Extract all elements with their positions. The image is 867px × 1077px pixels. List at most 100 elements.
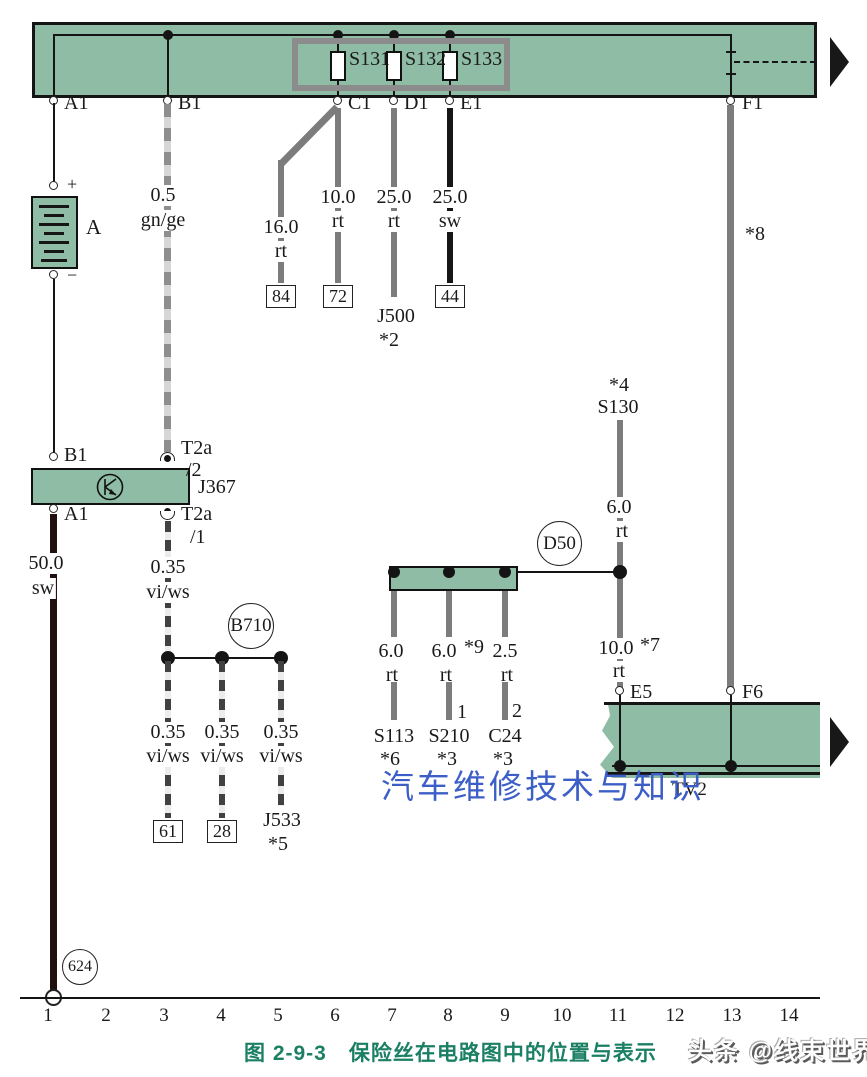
j367-terminal-b1 (49, 452, 58, 461)
wire-50sw-color: sw (29, 577, 57, 599)
battery-plus-terminal (49, 181, 58, 190)
battery-plate (44, 250, 64, 253)
dest-s113: S113 (373, 725, 415, 747)
wire-25rt-c-pin: 2 (512, 700, 522, 722)
tv2-dot (725, 760, 737, 772)
terminal-f1 (726, 96, 735, 105)
dest-box-28: 28 (207, 820, 237, 843)
wire-f1-note: *8 (745, 223, 765, 245)
splice-dot (215, 651, 229, 665)
battery-minus-terminal (49, 270, 58, 279)
ruler-tick-3: 3 (159, 1005, 169, 1026)
branch2-color: vi/ws (198, 745, 246, 767)
branch3-color: vi/ws (257, 745, 305, 767)
dest-c24-note: *3 (493, 748, 513, 770)
wire-50sw-size: 50.0 (26, 552, 66, 574)
j367-label: J367 (198, 476, 236, 498)
ruler-tick-14: 14 (779, 1005, 799, 1026)
j367-pin-top-label: B1 (64, 444, 88, 466)
bus-junction-dot (389, 30, 399, 40)
ruler-tick-12: 12 (665, 1005, 685, 1026)
tv2-continuation-arrow-icon (830, 717, 849, 767)
tv2-inner-line (612, 765, 820, 767)
s130-note: *4 (609, 374, 629, 396)
bus-drop-a1 (53, 34, 55, 97)
wire-25rt-c-size: 2.5 (492, 640, 518, 662)
tv2-bar-top-border (604, 702, 820, 705)
ruler-tick-13: 13 (722, 1005, 742, 1026)
ruler-line (20, 997, 820, 999)
ruler-tick-6: 6 (330, 1005, 340, 1026)
wire-10rt7-size: 10.0 (596, 637, 636, 659)
battery-plate (41, 259, 67, 262)
tv2-label: TV2 (672, 779, 707, 800)
battery-minus-label: − (67, 265, 78, 285)
ruler-tick-10: 10 (552, 1005, 572, 1026)
wire-6rt-b-pin: 1 (457, 701, 467, 723)
branch2-size: 0.35 (202, 721, 242, 743)
connector-t2a-1-name: T2a (181, 503, 213, 525)
battery-plate (39, 241, 69, 244)
wire-6rt-a-size: 6.0 (378, 640, 404, 662)
wire-s130-e5 (617, 420, 623, 688)
ruler-tick-7: 7 (387, 1005, 397, 1026)
wire-25rt-c-color: rt (500, 664, 514, 686)
wire-6rt-b-lower (446, 682, 452, 720)
ruler-tick-2: 2 (101, 1005, 111, 1026)
wire-16rt-diagonal (278, 104, 340, 167)
battery-plate (39, 205, 69, 208)
tv2-f6-drop (730, 695, 732, 766)
connector-t2a-2-pin: /2 (186, 459, 202, 481)
bus-junction-dot (445, 30, 455, 40)
dest-box-84: 84 (266, 285, 296, 308)
wire-6rt-color: rt (613, 520, 631, 542)
j367-pin-bottom-label: A1 (64, 503, 89, 525)
battery-wire-top (53, 103, 55, 183)
ground-ref-624-label: 624 (68, 958, 92, 975)
wire-gnge-size: 0.5 (148, 184, 178, 206)
battery-label: A (86, 215, 102, 239)
connector-t2a-1-icon (160, 511, 175, 520)
bus-tick (726, 73, 736, 75)
terminal-f6 (726, 686, 735, 695)
d50-bar-dot (443, 566, 455, 578)
wire-6rt-b-size: 6.0 (431, 640, 457, 662)
terminal-e1 (445, 96, 454, 105)
dest-j500-note: *2 (379, 329, 399, 351)
branch3-size: 0.35 (261, 721, 301, 743)
wire-16rt-size: 16.0 (261, 216, 301, 238)
ground-ref-624: 624 (62, 949, 98, 985)
ruler-tick-8: 8 (443, 1005, 453, 1026)
dest-box-72: 72 (323, 285, 353, 308)
splice-dot (274, 651, 288, 665)
wire-6rt-b-color: rt (439, 664, 453, 686)
wire-6rt-b-note: *9 (464, 636, 484, 658)
dest-j533-note: *5 (268, 833, 288, 855)
watermark-center: 汽车维修技术与知识 (381, 768, 705, 805)
fuse-s131-icon (330, 51, 346, 81)
ruler-tick-9: 9 (500, 1005, 510, 1026)
wire-gnge-color: gn/ge (138, 209, 188, 231)
wire-10rt-size: 10.0 (318, 186, 358, 208)
splice-dot (161, 651, 175, 665)
wire-6rt-size: 6.0 (604, 496, 634, 518)
watermark-corner: 头条 @线束世界 (688, 1038, 867, 1065)
fuse-s133-icon (442, 51, 458, 81)
wire-25sw-size: 25.0 (430, 186, 470, 208)
bus-drop-f1 (730, 34, 732, 97)
wire-16rt-color: rt (272, 240, 290, 262)
fuse-box (292, 38, 510, 91)
terminal-f1-label: F1 (742, 92, 764, 114)
connector-t2a-1-pin: /1 (190, 526, 206, 548)
splice-ref-d50-label: D50 (543, 532, 576, 554)
ruler-tick-4: 4 (216, 1005, 226, 1026)
dest-box-44: 44 (435, 285, 465, 308)
tv2-bar-bottom-border (606, 772, 820, 775)
s130-label: S130 (597, 396, 639, 418)
dest-j533: J533 (263, 809, 301, 831)
wire-gnge (164, 104, 171, 452)
dest-s210-note: *3 (437, 748, 457, 770)
relay-symbol-icon (96, 473, 124, 501)
fuse-s132-icon (386, 51, 402, 81)
wire-25rt-c-upper (502, 591, 508, 637)
